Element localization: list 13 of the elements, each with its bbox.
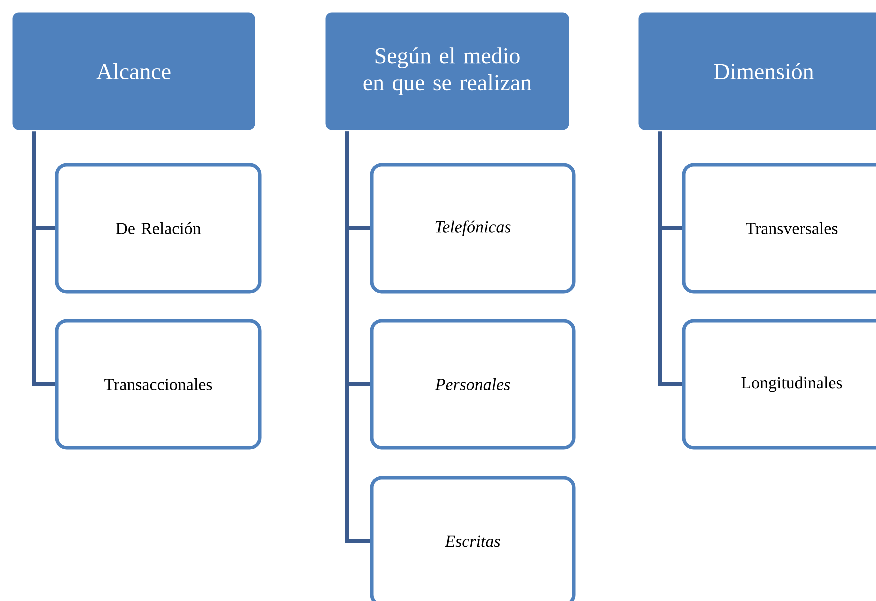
connector-line (345, 132, 370, 544)
item-box: Longitudinales (682, 319, 876, 450)
item-box: De Relación (55, 163, 262, 294)
connector-line (658, 132, 682, 386)
connector-line (32, 132, 56, 386)
item-box: Transaccionales (55, 319, 262, 450)
item-box: Transversales (682, 163, 876, 294)
item-box: Telefónicas (370, 163, 576, 294)
category-box: Dimensión (637, 11, 876, 132)
category-box: Según el medio en que se realizan (324, 11, 571, 132)
item-box: Personales (370, 319, 576, 450)
category-box: Alcance (11, 11, 257, 132)
item-box: Escritas (370, 476, 576, 601)
